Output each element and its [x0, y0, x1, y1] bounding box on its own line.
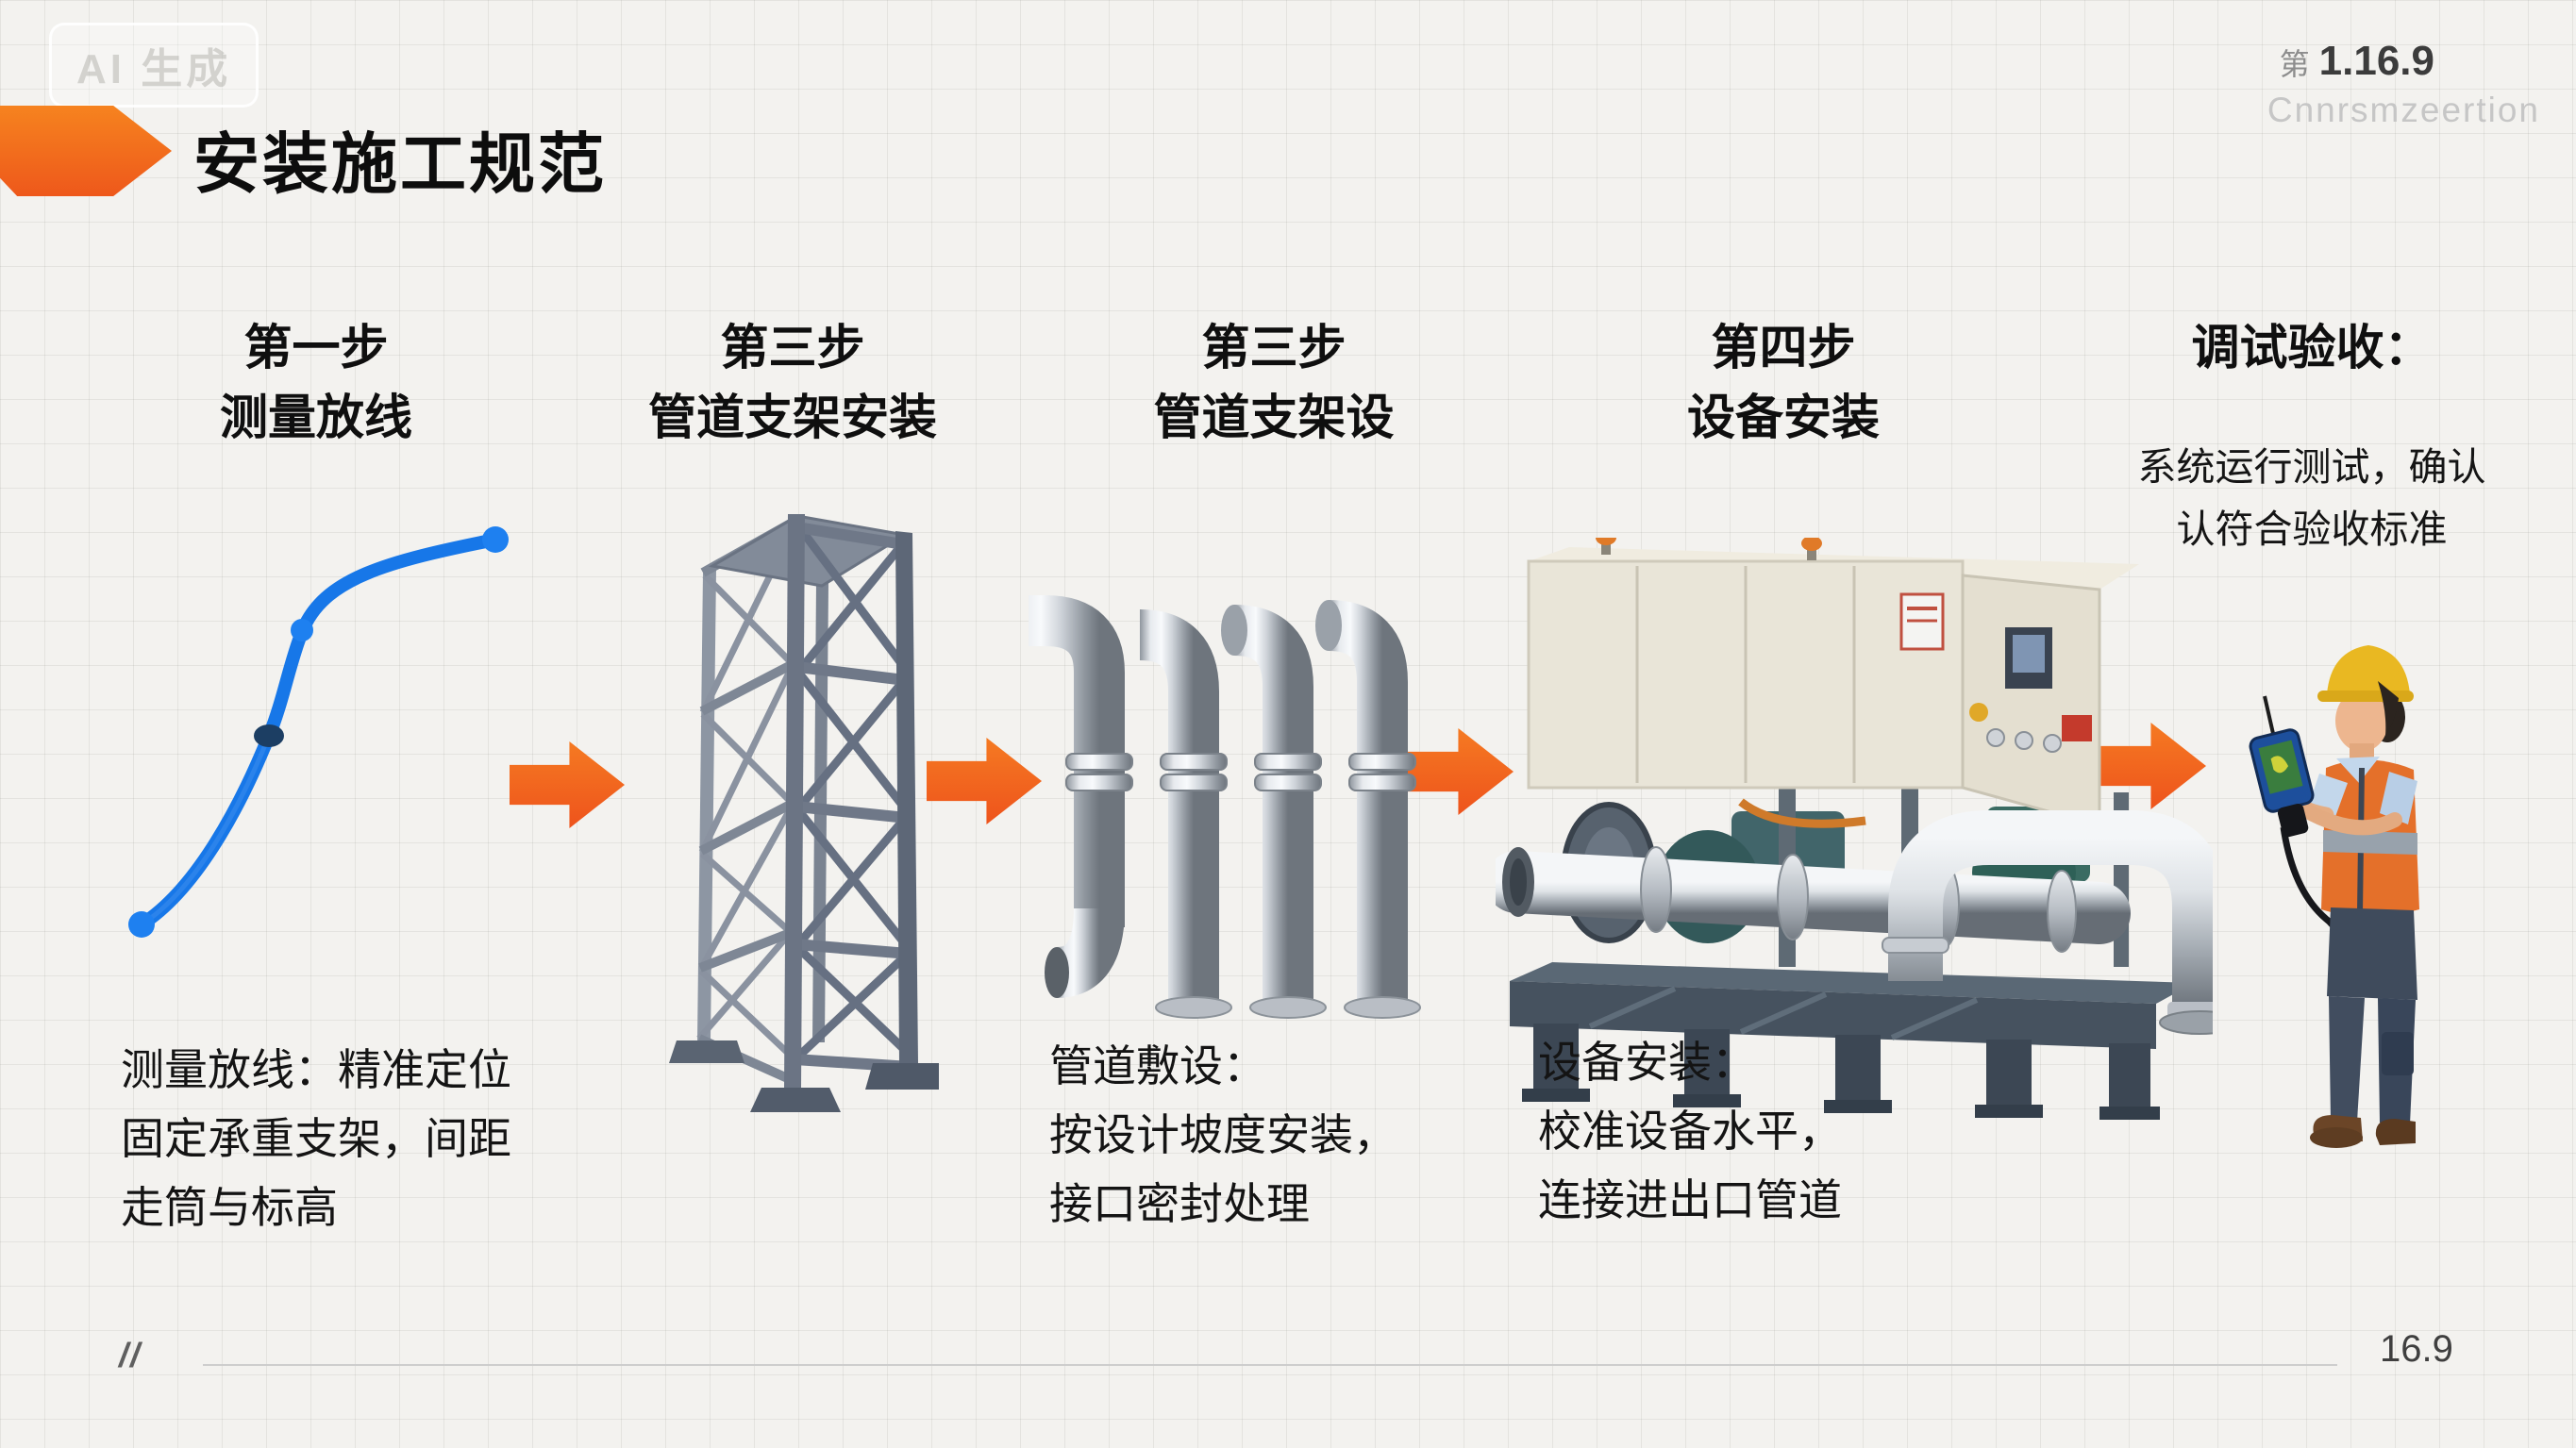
step2-heading: 第三步 管道支架安装	[561, 313, 1024, 453]
equipment-skid-graphic	[1496, 538, 2213, 1120]
step5-note-line: 认符合验收标准	[2176, 508, 2448, 551]
corner-prefix: 第	[2279, 47, 2310, 81]
note-line: 连接进出口管道	[1538, 1175, 1842, 1224]
note-line: 管道敷设：	[1049, 1041, 1266, 1090]
worker-inspecting-graphic	[2249, 645, 2419, 1148]
footer-divider	[203, 1364, 2337, 1366]
ai-generated-watermark: AI 生成	[49, 23, 259, 108]
note-line: 设备安装：	[1538, 1038, 1755, 1087]
vertical-pipes-graphic	[1029, 595, 1421, 1019]
note-line: 校准设备水平，	[1538, 1107, 1842, 1156]
step4-heading: 第四步 设备安装	[1562, 313, 2005, 453]
step2-label: 第三步	[720, 321, 865, 374]
step1-heading: 第一步 测量放线	[104, 313, 528, 453]
step1-note: 测量放线：精准定位 固定承重支架，间距 走筒与标高	[121, 1036, 574, 1242]
step1-name: 测量放线	[219, 391, 412, 444]
steel-truss-tower-graphic	[669, 514, 939, 1112]
step5-heading: 调试验收：	[2081, 313, 2543, 383]
step5-note-line: 系统运行测试，确认	[2137, 445, 2486, 489]
note-line: 接口密封处理	[1049, 1179, 1310, 1228]
step5-description: 系统运行测试，确认 认符合验收标准	[2057, 436, 2567, 560]
step3-label: 第三步	[1201, 321, 1347, 374]
step4-name: 设备安装	[1686, 391, 1880, 444]
note-line: 按设计坡度安装，	[1049, 1110, 1397, 1159]
title-arrow-icon	[0, 106, 172, 196]
flow-arrow-icon	[927, 738, 1042, 824]
step3-heading: 第三步 管道支架设	[1043, 313, 1505, 453]
note-line: 测量放线：精准定位	[121, 1045, 511, 1094]
corner-subtitle: Cnnrsmzeertion	[2267, 91, 2540, 129]
step5-label: 调试验收：	[2191, 321, 2433, 374]
survey-curve-graphic	[128, 526, 509, 938]
step4-label: 第四步	[1711, 321, 1856, 374]
step1-label: 第一步	[243, 321, 389, 374]
step4-note: 设备安装： 校准设备水平， 连接进出口管道	[1538, 1028, 2029, 1235]
footer-slash-mark: //	[119, 1336, 142, 1374]
step2-name: 管道支架安装	[647, 391, 937, 444]
page-title: 安装施工规范	[193, 127, 607, 201]
step3-name: 管道支架设	[1153, 391, 1395, 444]
note-line: 固定承重支架，间距	[121, 1114, 511, 1163]
step3-note: 管道敷设： 按设计坡度安装， 接口密封处理	[1049, 1032, 1521, 1239]
corner-number: 1.16.9	[2318, 38, 2434, 84]
footer-page-number: 16.9	[2380, 1328, 2453, 1370]
note-line: 走筒与标高	[121, 1183, 338, 1232]
